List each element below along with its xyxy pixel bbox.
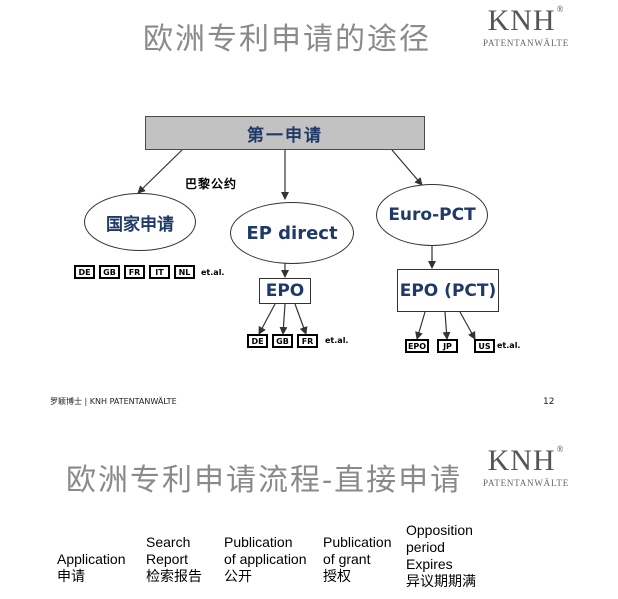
arrow-pct-jp: [442, 311, 451, 340]
step-line: Publication: [224, 534, 293, 550]
step-application: Application 申请: [57, 551, 126, 585]
step-search-report: Search Report 检索报告: [146, 534, 202, 585]
slide2-logo: KNH® PATENTANWÄLTE: [483, 444, 569, 488]
step-line: period: [406, 539, 445, 555]
logo-subtitle: PATENTANWÄLTE: [483, 38, 570, 48]
step-line: Expires: [406, 556, 453, 572]
paris-convention-label: 巴黎公约: [185, 177, 238, 191]
slide1-connectors: [137, 149, 476, 340]
epo-box: EPO: [259, 278, 311, 304]
slide2-title: 欧洲专利申请流程-直接申请: [66, 463, 463, 498]
national-etal: et.al.: [201, 268, 225, 277]
country-box: DE: [74, 265, 95, 279]
step-line: 申请: [57, 568, 85, 584]
logo-text: KNH: [487, 444, 556, 477]
pct-etal: et.al.: [497, 341, 521, 350]
country-box: JP: [437, 339, 458, 353]
pct-country-row: EPO JP US: [405, 339, 495, 353]
epo-country-row: DE GB FR: [247, 334, 318, 348]
step-line: 异议期期满: [406, 573, 476, 589]
slide1-logo: KNH® PATENTANWÄLTE: [483, 4, 569, 48]
country-box: EPO: [405, 339, 429, 353]
arrow-to-euro-pct: [391, 149, 423, 186]
step-publication-application: Publication of application 公开: [224, 534, 307, 585]
epo-etal: et.al.: [325, 336, 349, 345]
arrow-pct-epo: [415, 311, 426, 340]
step-line: Opposition: [406, 522, 473, 538]
step-line: Publication: [323, 534, 392, 550]
arrow-epo-de: [258, 303, 276, 335]
arrow-pct-us: [459, 311, 476, 340]
step-publication-grant: Publication of grant 授权: [323, 534, 392, 585]
logo-registered-mark: ®: [556, 4, 565, 14]
first-filing-box: 第一申请: [145, 116, 425, 150]
step-line: 公开: [224, 568, 252, 584]
logo-text: KNH: [487, 4, 556, 37]
page-number: 12: [543, 397, 555, 407]
logo-subtitle: PATENTANWÄLTE: [483, 478, 570, 488]
country-box: FR: [124, 265, 145, 279]
step-line: Search: [146, 534, 191, 550]
national-country-row: DE GB FR IT NL: [74, 265, 195, 279]
country-box: GB: [99, 265, 120, 279]
step-line: Report: [146, 551, 189, 567]
step-line: 检索报告: [146, 568, 202, 584]
country-box: FR: [297, 334, 318, 348]
country-box: NL: [174, 265, 195, 279]
country-box: US: [474, 339, 495, 353]
epo-pct-box: EPO (PCT): [397, 269, 499, 312]
logo-registered-mark: ®: [556, 444, 565, 454]
arrow-epo-gb: [279, 303, 288, 335]
national-application-ellipse: 国家申请: [84, 193, 196, 251]
step-opposition-expires: Opposition period Expires 异议期期满: [406, 522, 476, 590]
country-box: IT: [149, 265, 170, 279]
ep-direct-ellipse: EP direct: [230, 202, 354, 264]
step-line: of grant: [323, 551, 371, 567]
step-line: of application: [224, 551, 307, 567]
arrow-to-national: [137, 149, 183, 194]
slide1-title: 欧洲专利申请的途径: [143, 22, 431, 57]
slide1-footer: 罗颖博士 | KNH PATENTANWÄLTE: [50, 397, 177, 406]
country-box: GB: [272, 334, 293, 348]
country-box: DE: [247, 334, 268, 348]
step-line: 授权: [323, 568, 351, 584]
euro-pct-ellipse: Euro-PCT: [376, 184, 488, 246]
arrow-epo-fr: [294, 303, 308, 335]
step-line: Application: [57, 551, 126, 567]
